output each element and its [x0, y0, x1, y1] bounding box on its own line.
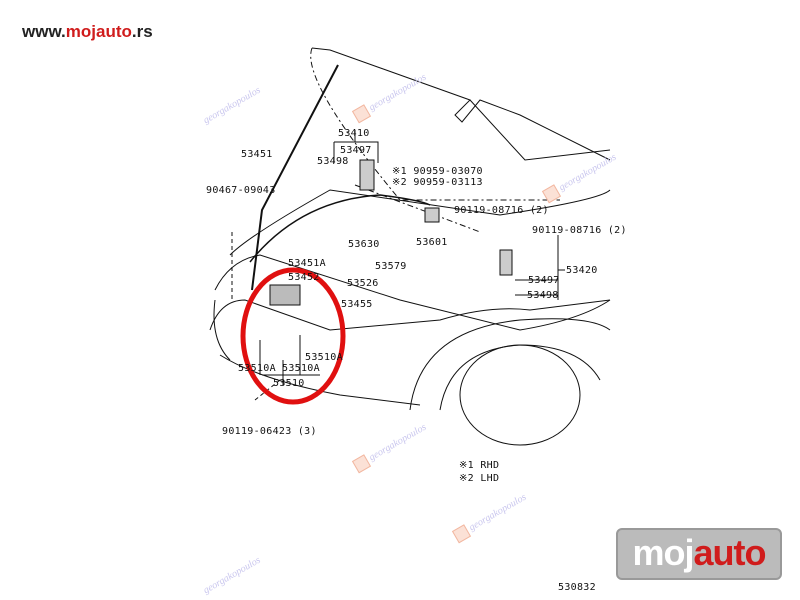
url-prefix: www.: [22, 22, 66, 41]
legend-rhd: ※1 RHD: [459, 460, 500, 471]
part-label[interactable]: 53510A: [305, 352, 343, 363]
part-label[interactable]: 53497: [528, 275, 560, 286]
part-label[interactable]: 53510A: [238, 363, 276, 374]
part-label[interactable]: 90119-06423 (3): [222, 426, 317, 437]
part-label[interactable]: 53420: [566, 265, 598, 276]
url-suffix: .rs: [131, 22, 153, 41]
part-label[interactable]: 53451A: [288, 258, 326, 269]
part-label[interactable]: 53579: [375, 261, 407, 272]
part-label[interactable]: 53601: [416, 237, 448, 248]
part-label[interactable]: 53497: [340, 145, 372, 156]
mojauto-logo: mojauto: [616, 528, 782, 580]
logo-part1: moj: [632, 532, 694, 573]
part-label[interactable]: 53498: [527, 290, 559, 301]
url-brand: mojauto: [65, 22, 132, 41]
site-url[interactable]: www.mojauto.rs: [22, 22, 153, 42]
part-label[interactable]: 53498: [317, 156, 349, 167]
part-label[interactable]: 53451: [241, 149, 273, 160]
part-label[interactable]: 90119-08716 (2): [532, 225, 627, 236]
part-label[interactable]: 53510A: [282, 363, 320, 374]
part-label[interactable]: 53455: [341, 299, 373, 310]
legend-lhd: ※2 LHD: [459, 473, 500, 484]
part-label[interactable]: ※1 90959-03070: [392, 166, 483, 177]
part-label[interactable]: 53452: [288, 272, 320, 283]
part-label[interactable]: ※2 90959-03113: [392, 177, 483, 188]
logo-part2: auto: [693, 532, 767, 573]
part-label[interactable]: 53410: [338, 128, 370, 139]
part-label[interactable]: 90119-08716 (2): [454, 205, 549, 216]
diagram-number: 530832: [558, 582, 596, 593]
highlight-circle: [240, 267, 346, 405]
part-label[interactable]: 53526: [347, 278, 379, 289]
part-label[interactable]: 90467-09043: [206, 185, 276, 196]
part-label[interactable]: 53510: [273, 378, 305, 389]
part-label[interactable]: 53630: [348, 239, 380, 250]
